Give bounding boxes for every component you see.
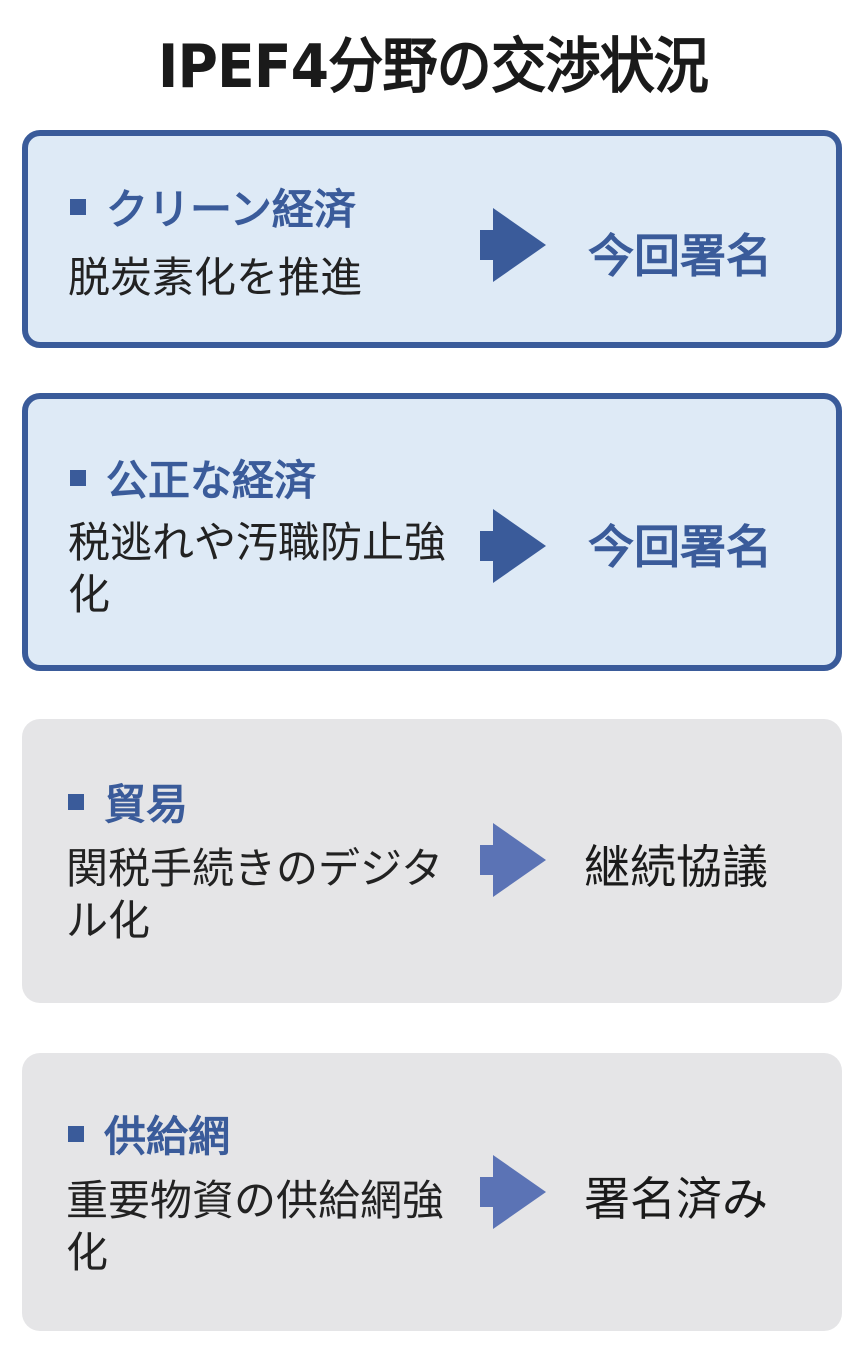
area-heading: クリーン経済 [106,185,356,234]
status-label: 今回署名 [588,229,772,283]
arrow-right-icon [480,1155,546,1229]
area-card-fair-economy: 公正な経済 税逃れや汚職防止強化 今回署名 [22,393,842,671]
bullet-square-icon [68,793,84,810]
bullet-square-icon [70,469,86,486]
area-heading: 貿易 [104,780,189,829]
arrow-right-icon [480,208,546,282]
page-title: IPEF4分野の交渉状況 [157,32,709,102]
status-label: 今回署名 [588,520,772,574]
bullet-square-icon [68,1125,84,1142]
area-description: 重要物資の供給網強化 [66,1176,445,1277]
area-card-supply-chain: 供給網 重要物資の供給網強化 署名済み [22,1053,842,1331]
status-label: 署名済み [584,1172,768,1226]
bullet-square-icon [70,198,86,215]
arrow-right-icon [480,509,546,583]
area-description: 関税手続きのデジタル化 [66,844,444,945]
arrow-right-icon [480,823,546,897]
area-heading: 公正な経済 [106,456,317,505]
area-card-trade: 貿易 関税手続きのデジタル化 継続協議 [22,719,842,1003]
area-description: 脱炭素化を推進 [68,253,363,302]
area-card-clean-economy: クリーン経済 脱炭素化を推進 今回署名 [22,130,842,348]
status-label: 継続協議 [584,840,768,894]
area-description: 税逃れや汚職防止強化 [68,518,447,619]
area-heading: 供給網 [104,1112,231,1161]
